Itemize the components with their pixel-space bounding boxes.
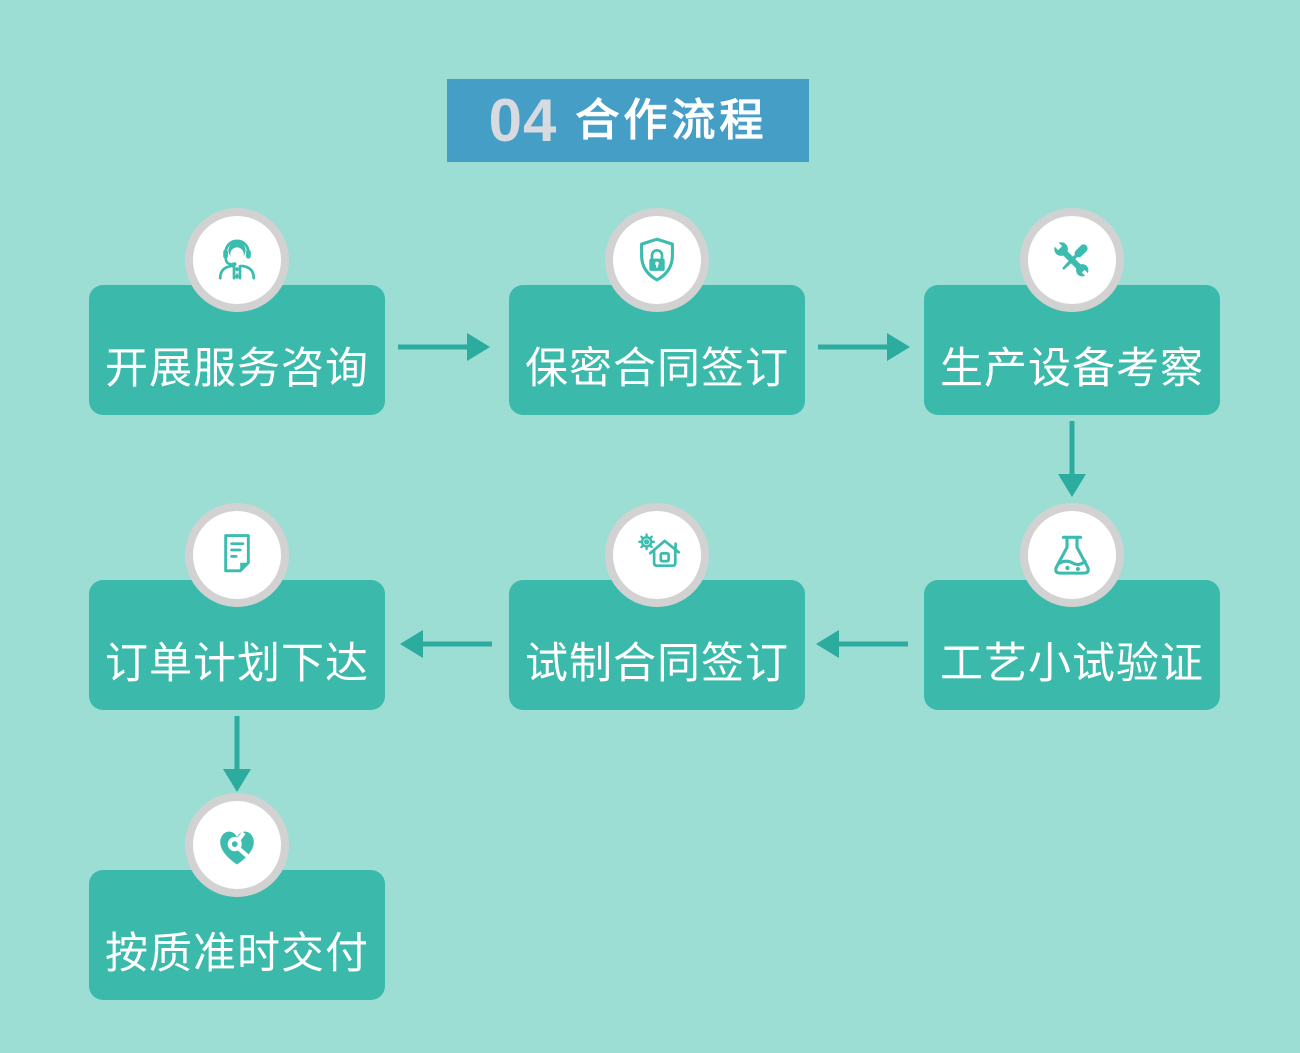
flow-step-1: 开展服务咨询 xyxy=(89,208,385,415)
house-gear-icon xyxy=(605,503,709,607)
flow-step-7: 按质准时交付 xyxy=(89,793,385,1000)
flow-step-label: 试制合同签订 xyxy=(525,640,789,688)
arrow-step4-step5 xyxy=(816,630,908,658)
customer-service-icon xyxy=(185,208,289,312)
flow-step-5: 试制合同签订 xyxy=(509,503,805,710)
arrow-step2-step3 xyxy=(818,333,910,361)
flow-step-3: 生产设备考察 xyxy=(924,208,1220,415)
wrench-screwdriver-icon xyxy=(1020,208,1124,312)
document-icon xyxy=(185,503,289,607)
flow-step-label: 保密合同签订 xyxy=(525,345,789,393)
arrow-step3-step4 xyxy=(1058,421,1086,497)
section-number: 04 xyxy=(488,86,558,154)
arrow-step1-step2 xyxy=(398,333,490,361)
flow-step-2: 保密合同签订 xyxy=(509,208,805,415)
arrow-step6-step7 xyxy=(223,716,251,792)
heart-link-icon xyxy=(185,793,289,897)
flow-step-label: 生产设备考察 xyxy=(940,345,1204,393)
flow-step-label: 按质准时交付 xyxy=(105,930,369,978)
section-title: 合作流程 xyxy=(575,95,768,145)
shield-lock-icon xyxy=(605,208,709,312)
flow-step-6: 订单计划下达 xyxy=(89,503,385,710)
flow-step-label: 订单计划下达 xyxy=(105,640,369,688)
flow-step-label: 开展服务咨询 xyxy=(105,345,369,393)
flask-icon xyxy=(1020,503,1124,607)
flow-step-4: 工艺小试验证 xyxy=(924,503,1220,710)
section-banner: 04 合作流程 xyxy=(447,79,809,162)
arrow-step5-step6 xyxy=(400,630,492,658)
flow-step-label: 工艺小试验证 xyxy=(940,640,1204,688)
